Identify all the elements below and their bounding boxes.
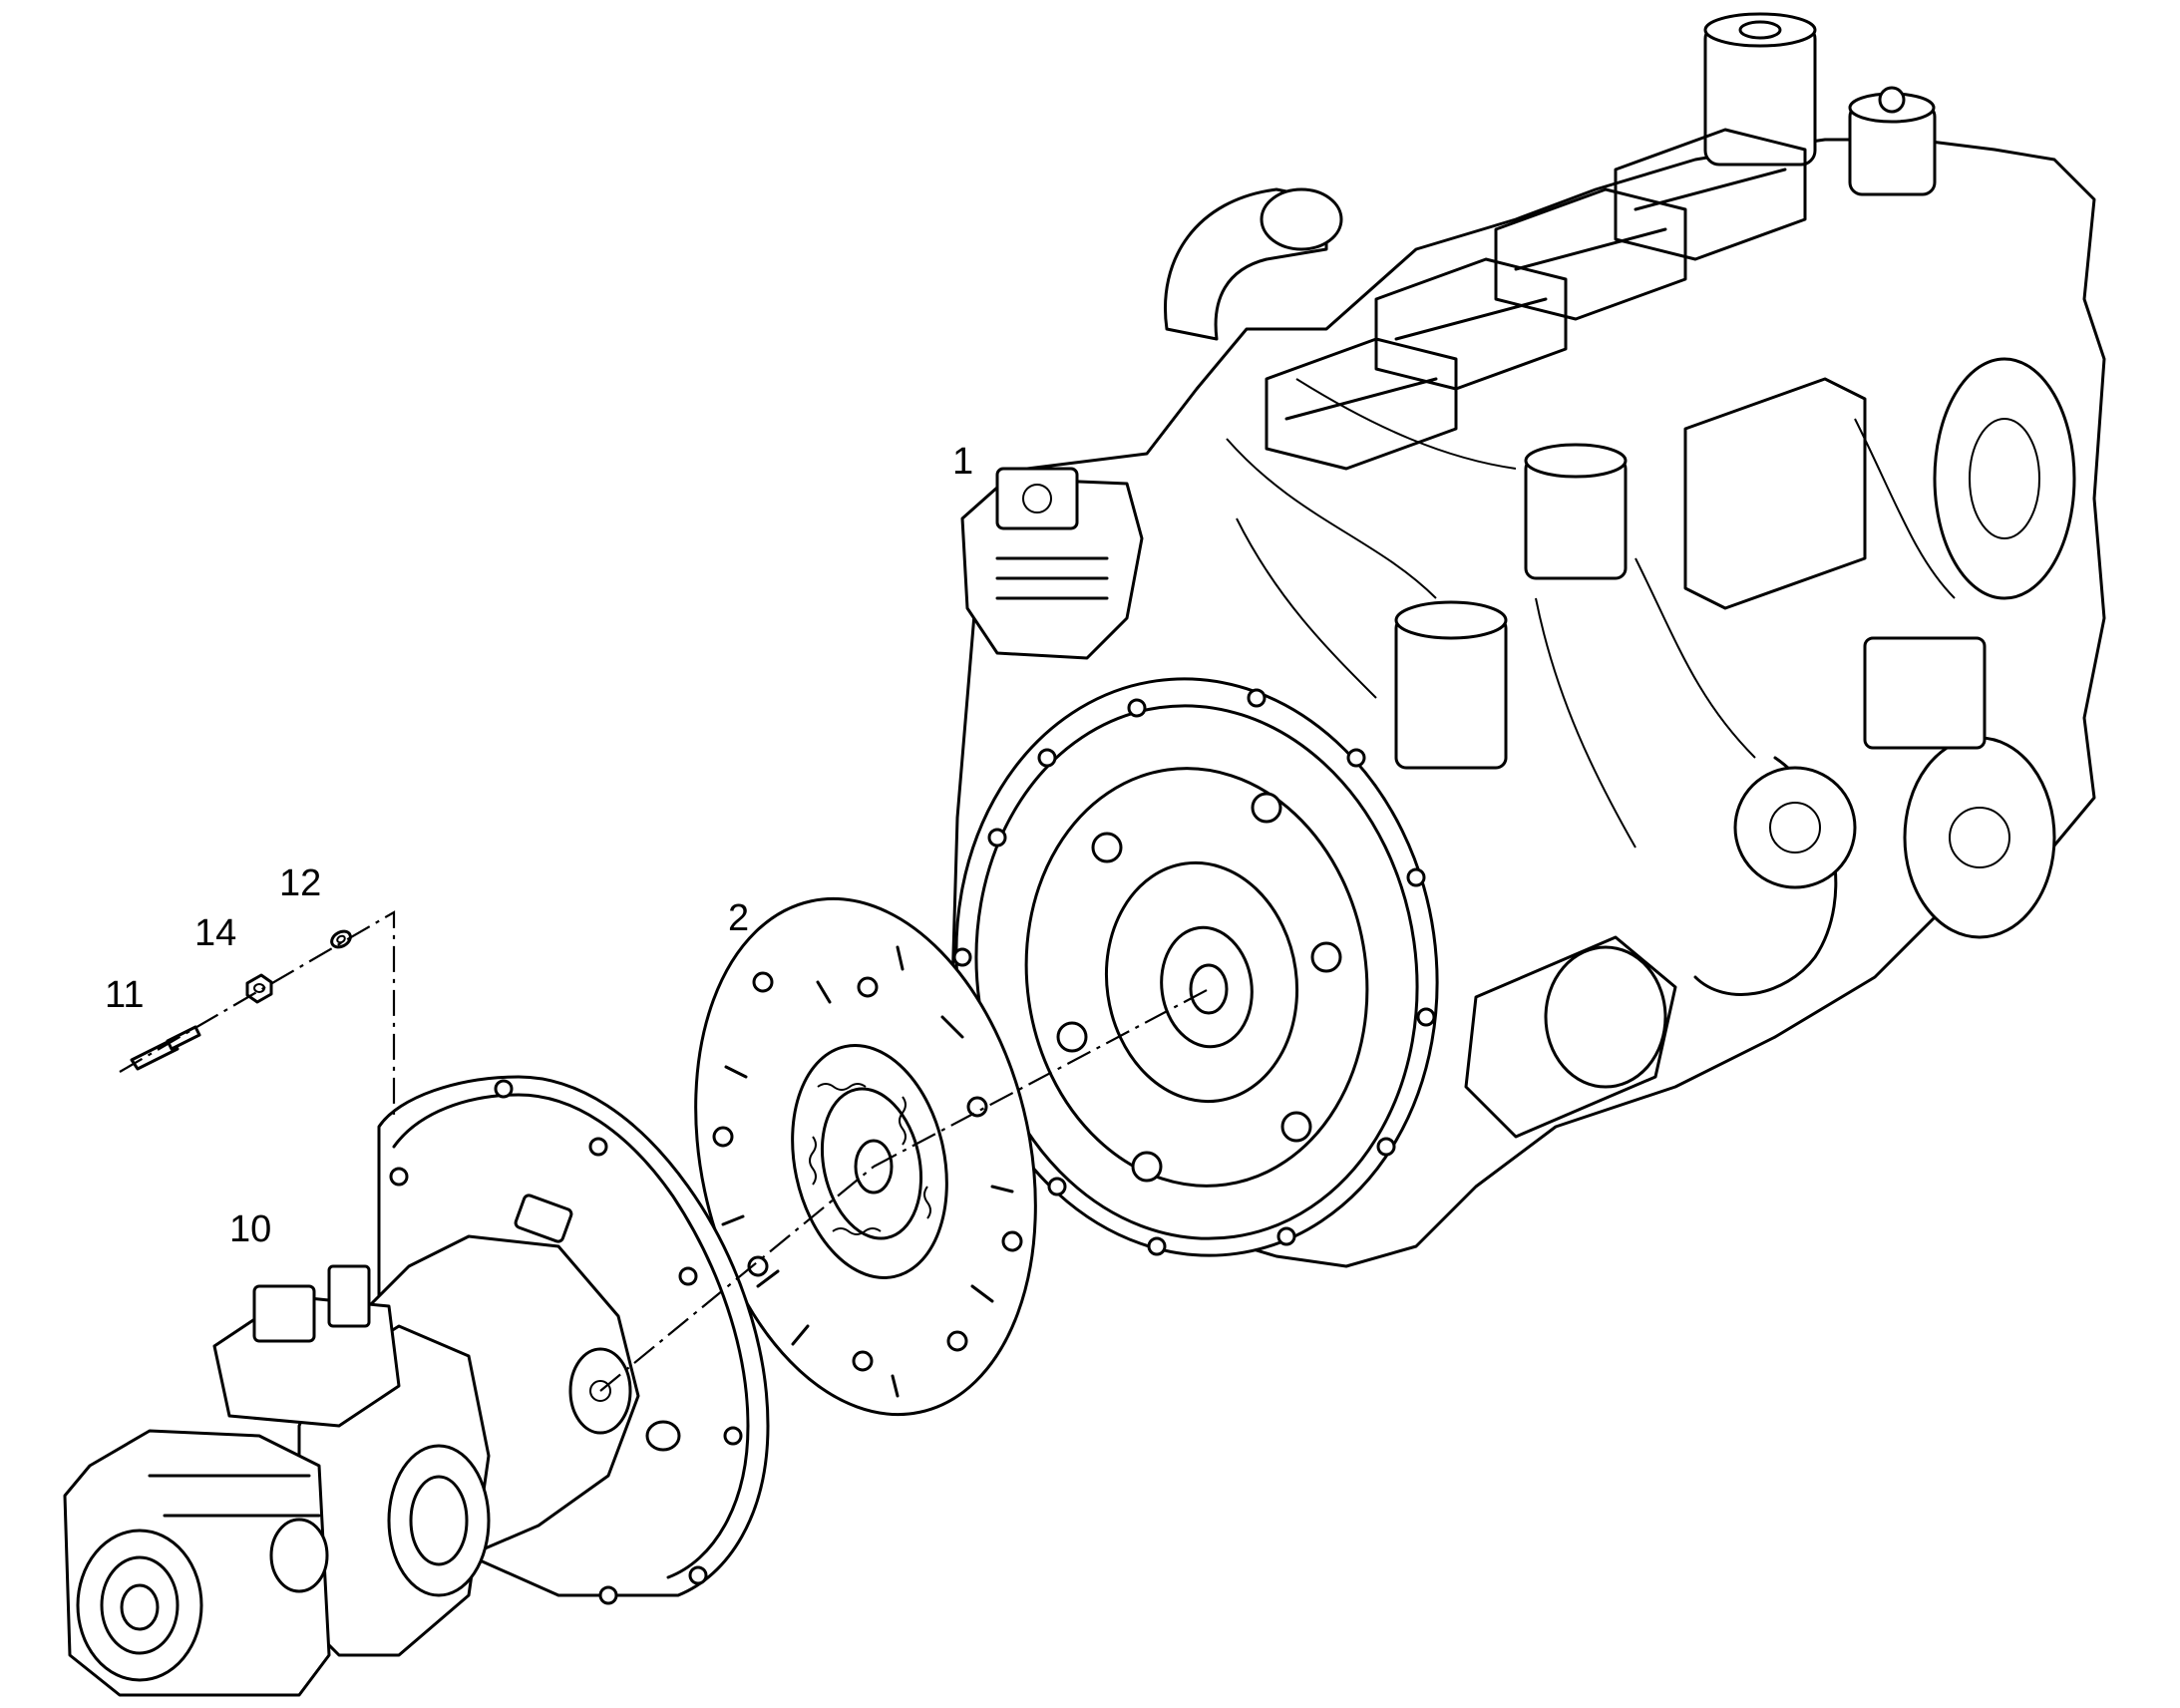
assembly-center-lines [119, 910, 1210, 1392]
callout-2-damper-disc: 2 [728, 897, 749, 939]
callout-1-engine: 1 [952, 441, 973, 483]
engine-assembly [950, 12, 2106, 1268]
damper-disc [694, 896, 1037, 1417]
stud [130, 1025, 201, 1071]
callout-14-nut: 14 [194, 912, 236, 954]
nut [245, 973, 273, 1004]
callout-11-stud: 11 [105, 974, 144, 1016]
hydraulic-pump-assembly [63, 1075, 770, 1697]
callout-10-pump: 10 [229, 1208, 271, 1250]
callout-12-washer: 12 [279, 862, 321, 904]
washer [330, 929, 352, 949]
